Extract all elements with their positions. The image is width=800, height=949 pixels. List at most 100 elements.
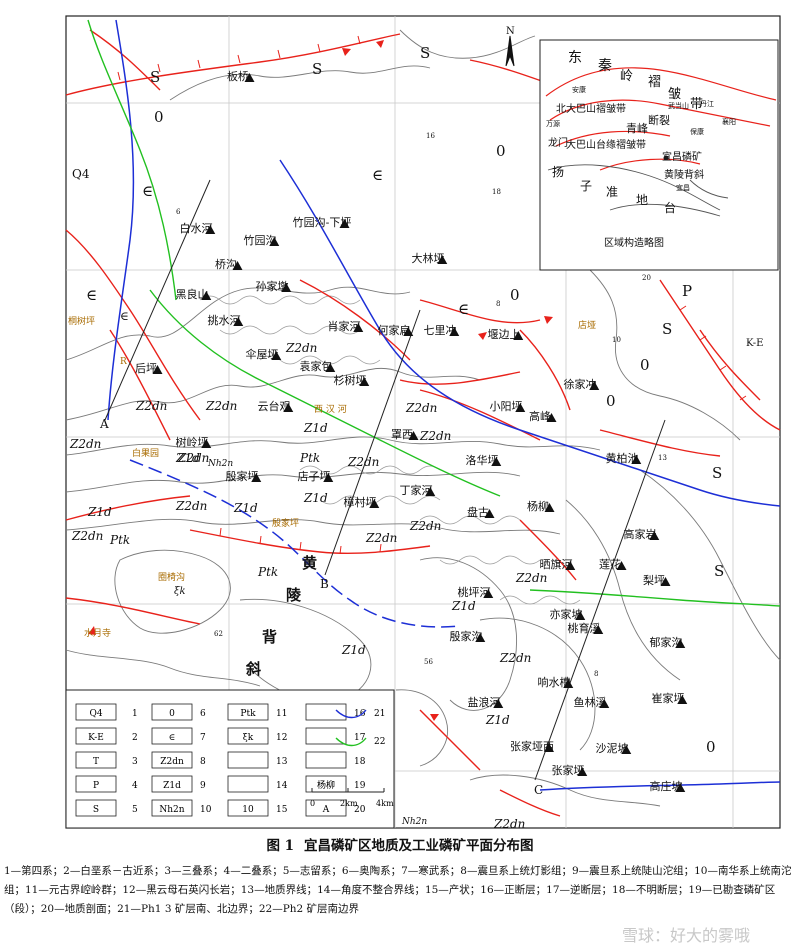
inset-label-ankang: 安康 — [572, 85, 586, 94]
inset-label-huangling: 黄陵背斜 — [664, 168, 704, 181]
legend-number: 18 — [354, 757, 366, 767]
stratum-label: ∈ — [372, 166, 383, 184]
legend-number: 22 — [374, 737, 385, 747]
legend-swatch — [151, 775, 193, 793]
mine-marker-icon — [491, 457, 502, 466]
legend-swatch — [151, 751, 193, 769]
mine-marker-icon — [281, 283, 292, 292]
place-label-lianhua: 莲花 — [599, 558, 621, 571]
mine-marker-icon — [251, 473, 262, 482]
area-label: 西 汉 河 — [314, 403, 347, 415]
stratum-label: Nh2n — [401, 817, 427, 827]
legend-line-sample — [335, 737, 367, 747]
legend-swatch — [75, 775, 117, 793]
dip-value-label: 8 — [594, 670, 598, 678]
mine-marker-icon — [593, 625, 604, 634]
legend-number: 8 — [200, 757, 206, 767]
stratum-label: Z1d — [175, 451, 200, 465]
place-label-gaojiayan: 高家岩 — [624, 527, 657, 541]
stratum-label: Z2dn — [419, 429, 451, 443]
place-label-dingjiahe: 丁家河 — [400, 483, 433, 497]
figure-number: 图 1 — [266, 838, 295, 854]
anticline-label: 背 — [262, 628, 277, 646]
legend-number: 9 — [200, 781, 206, 791]
mine-marker-icon — [577, 767, 588, 776]
place-label-shaniping: 沙泥坡 — [596, 742, 629, 755]
stratum-label: Z2dn — [409, 519, 441, 533]
stratum-label: 0 — [510, 286, 520, 304]
watermark: 雪球：好大的雾哦 — [622, 926, 751, 945]
place-label-luoxi: 罩西 — [391, 428, 413, 441]
legend-number: 5 — [132, 805, 138, 815]
dip-value-label: 62 — [214, 630, 223, 638]
legend-symbol: ξk — [243, 733, 254, 743]
mine-marker-icon — [232, 261, 243, 270]
stratum-label: Z2dn — [135, 399, 167, 413]
legend-number: 15 — [276, 805, 288, 815]
place-label-luohuaping: 洛华坪 — [466, 453, 499, 467]
inset-caption: 区域构造略图 — [604, 236, 664, 249]
legend-number: 21 — [374, 709, 385, 719]
legend-number: 7 — [200, 733, 206, 743]
legend-symbol: Ptk — [240, 709, 256, 719]
legend-swatch — [227, 751, 269, 769]
mine-marker-icon — [437, 255, 448, 264]
place-label-dalinya: 大林垭 — [412, 251, 445, 265]
inset-label-qinling_5: 皱 — [668, 86, 681, 102]
place-label-houping: 后坪 — [135, 362, 157, 375]
mine-marker-icon — [589, 381, 600, 390]
fault-lines — [65, 29, 781, 817]
fault-arrows — [88, 40, 553, 721]
mine-marker-icon — [544, 503, 555, 512]
figure-title: 宜昌磷矿区地质及工业磷矿平面分布图 — [304, 838, 534, 854]
stratum-label: 0 — [640, 356, 650, 374]
mine-marker-icon — [269, 237, 280, 246]
place-label-yinjiaping: 殷家坪 — [226, 469, 259, 483]
stratum-label: ∈ — [86, 286, 97, 304]
inset-label-duanlie: 断裂 — [648, 113, 670, 127]
inset-label-south_dabashan: 大巴山台缘褶皱带 — [566, 138, 646, 151]
place-label-zhangjiaweixi: 张家垭西 — [510, 739, 554, 753]
legend-symbol: Z2dn — [160, 757, 184, 767]
inset-label-wudangshan: 武当山 — [668, 101, 689, 110]
stratum-label: S — [662, 320, 672, 338]
stratum-label: 0 — [496, 142, 506, 160]
mine-marker-icon — [649, 531, 660, 540]
mine-marker-icon — [565, 561, 576, 570]
stratum-label: Z1d — [87, 505, 112, 519]
dip-value-label: 8 — [496, 300, 500, 308]
north-arrow-label: N — [506, 26, 515, 37]
place-label-qiaogou: 桥沟 — [215, 258, 237, 271]
legend-swatch — [305, 751, 347, 769]
legend-number: 11 — [276, 709, 287, 719]
place-label-banqiao: 板桥 — [227, 69, 249, 83]
legend-number: 14 — [276, 781, 288, 791]
place-label-shulingping: 树岭坪 — [176, 435, 209, 449]
stratum-label: Z1d — [341, 643, 366, 657]
area-label: 店垭 — [578, 319, 596, 331]
mine-marker-icon — [575, 611, 586, 620]
dip-value-label: 13 — [658, 454, 667, 462]
dip-value-label: 6 — [176, 208, 181, 216]
mine-marker-icon — [616, 561, 627, 570]
place-label-zhangcunping: 樟村坪 — [344, 495, 377, 509]
mine-marker-icon — [544, 743, 554, 752]
mine-marker-icon — [201, 291, 212, 300]
mine-marker-icon — [353, 323, 364, 332]
legend-number: 3 — [132, 757, 138, 767]
legend-symbol: P — [93, 781, 99, 791]
place-label-xujiachong: 徐家冲 — [564, 377, 597, 391]
legend-swatch — [151, 799, 193, 817]
dip-value-label: 18 — [492, 188, 501, 196]
inset-label-dan_jiang: 丹江 — [700, 100, 714, 108]
place-label-dianziping: 店子坪 — [298, 469, 331, 483]
place-label-yangliu: 杨柳 — [527, 499, 549, 513]
stratum-label: Z2dn — [285, 341, 317, 355]
stratum-label: Z2dn — [365, 531, 397, 545]
legend-symbol: Z1d — [163, 781, 181, 791]
place-label-hejiayan: 何家扁 — [378, 323, 411, 337]
stratum-label: S — [712, 464, 722, 482]
place-label-jiawuzhen: 伞屋垭 — [246, 347, 279, 361]
inset-label-qinling_6: 带 — [690, 97, 703, 112]
